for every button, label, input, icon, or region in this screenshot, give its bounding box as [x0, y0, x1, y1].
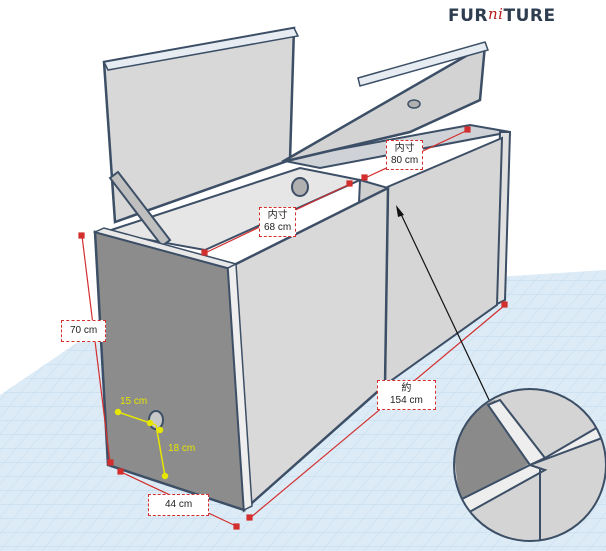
right-lid [281, 42, 487, 164]
lid-handle-hole [407, 99, 421, 109]
brand-logo: FURniTURE [448, 5, 558, 28]
inner-right-title: 内寸 [394, 143, 415, 154]
inner-left-width-label: 内寸 68 cm [259, 207, 297, 237]
zoom-leader-arrow [396, 205, 491, 403]
divider-hole [291, 177, 309, 197]
total-width-value: 154 cm [390, 395, 423, 406]
dimension-lines [78, 126, 508, 530]
logo-text-middle: ni [488, 5, 504, 23]
height-label: 70 cm [61, 320, 107, 342]
height-value: 70 cm [70, 325, 98, 336]
zoom-detail [454, 389, 606, 541]
depth-value: 44 cm [165, 499, 193, 510]
total-width-label: 約 154 cm [377, 380, 436, 410]
hole-edge-distance-label: 15 cm [120, 396, 148, 407]
inner-right-width-label: 内寸 80 cm [386, 140, 424, 170]
total-width-title: 約 [401, 383, 412, 394]
depth-label: 44 cm [148, 494, 210, 516]
inner-left-value: 68 cm [264, 222, 292, 233]
logo-text-left: FUR [448, 6, 489, 26]
logo-text-right: TURE [503, 6, 556, 26]
inner-left-title: 内寸 [267, 210, 288, 221]
left-side-panel [93, 230, 246, 512]
hole-position-markers [114, 408, 169, 480]
hole-bottom-distance-label: 18 cm [168, 443, 196, 454]
inner-right-value: 80 cm [391, 155, 419, 166]
lid-support-stay [108, 170, 172, 248]
